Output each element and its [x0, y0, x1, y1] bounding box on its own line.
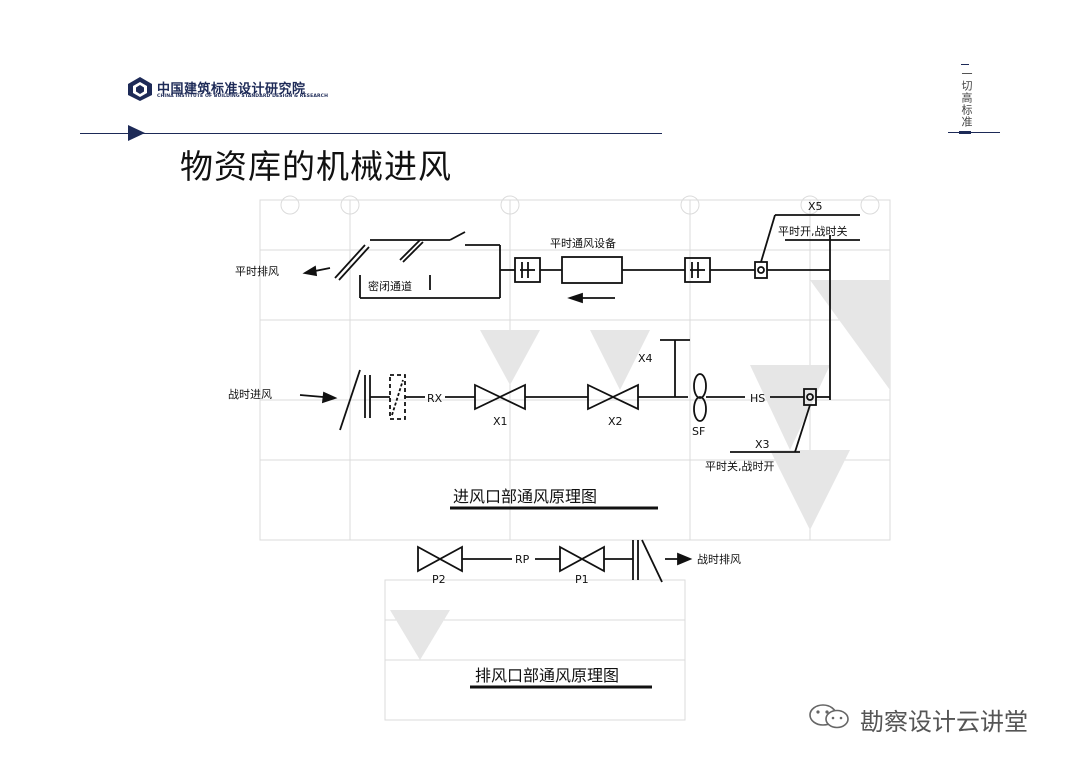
label-x4: X4 [638, 352, 653, 365]
label-x3: X3 [755, 438, 770, 451]
label-peace-exhaust: 平时排风 [235, 264, 279, 278]
valve-p2 [417, 545, 442, 573]
fan-sf-upper [693, 373, 707, 399]
label-hs: HS [750, 392, 765, 405]
exhaust-blast-valve [641, 539, 663, 583]
x5-leader [760, 214, 776, 263]
slide-title: 物资库的机械进风 [180, 147, 452, 186]
peace-equipment-box [561, 256, 623, 284]
header-arrow-icon [128, 125, 145, 141]
header-rule [80, 133, 662, 134]
label-x3-note: 平时关,战时开 [705, 459, 775, 473]
org-name-en: CHINA INSTITUTE OF BUILDING STANDARD DES… [157, 94, 329, 99]
valve-x5 [754, 261, 768, 279]
label-p2: P2 [432, 573, 446, 586]
caption-intake: 进风口部通风原理图 [453, 487, 597, 506]
x3-leader [794, 404, 811, 453]
peace-exhaust-arrowhead [302, 265, 318, 277]
ventilation-diagram: 平时排风 密闭通道 平时通风设备 X5 平时开,战时关 X4 战时进风 RX X… [228, 195, 891, 721]
label-sf: SF [692, 425, 705, 438]
org-name-cn: 中国建筑标准设计研究院 [157, 82, 306, 97]
caption-exhaust: 排风口部通风原理图 [475, 666, 619, 685]
valve-p1 [559, 545, 584, 573]
label-rp: RP [515, 553, 530, 566]
label-war-intake: 战时进风 [228, 388, 272, 401]
fan-sf-lower [693, 396, 707, 422]
background-triangles [390, 280, 890, 660]
side-slogan: 一切高标准 [960, 68, 973, 128]
sealed-door-2 [399, 239, 421, 261]
label-sealed-passage: 密闭通道 [368, 279, 412, 293]
label-rx: RX [427, 392, 443, 405]
label-x5-note: 平时开,战时关 [778, 224, 848, 238]
side-bar-top [961, 64, 969, 65]
blast-valve-war [339, 369, 361, 431]
wechat-icon [809, 704, 849, 729]
org-logo-icon [128, 77, 152, 101]
label-x1: X1 [493, 415, 508, 428]
org-logo: 中国建筑标准设计研究院 CHINA INSTITUTE OF BUILDING … [127, 76, 387, 106]
watermark-text: 勘察设计云讲堂 [860, 708, 1028, 736]
valve-x1 [474, 383, 503, 411]
sealed-passage-right [449, 231, 466, 241]
side-rule [948, 132, 1000, 133]
label-peace-equipment: 平时通风设备 [550, 236, 616, 250]
blast-valve-1b [338, 246, 370, 281]
label-x2: X2 [608, 415, 623, 428]
blast-valve-1 [334, 244, 366, 279]
valve-x2 [587, 383, 616, 411]
label-war-exhaust: 战时排风 [697, 552, 741, 566]
watermark: 勘察设计云讲堂 [805, 700, 1055, 736]
label-x5: X5 [808, 200, 823, 213]
label-p1: P1 [575, 573, 589, 586]
sealed-door-2b [402, 241, 424, 263]
